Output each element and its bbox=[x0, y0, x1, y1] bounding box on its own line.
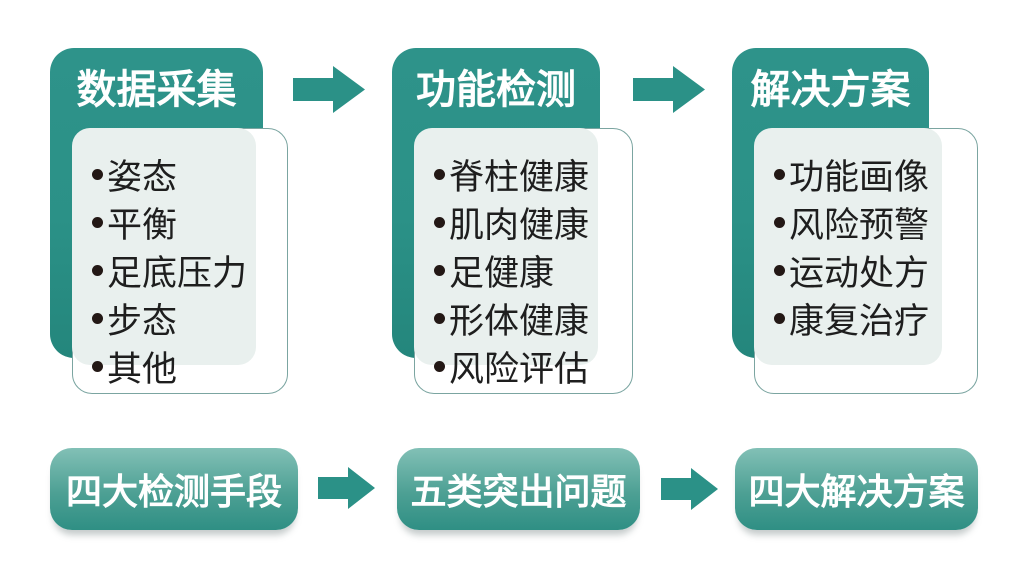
bullet-item: 姿态 bbox=[92, 150, 247, 198]
summary-pill-label: 四大检测手段 bbox=[65, 471, 282, 512]
right-block-arrow-icon bbox=[633, 66, 705, 113]
right-block-arrow-icon bbox=[661, 468, 718, 510]
bullet-list: 脊柱健康 肌肉健康 足健康 形体健康 风险评估 bbox=[434, 150, 589, 390]
summary-pill-detection-methods: 四大检测手段 bbox=[50, 448, 298, 530]
bullet-item: 步态 bbox=[92, 294, 247, 342]
summary-pill-key-problems: 五类突出问题 bbox=[397, 448, 640, 530]
stage-title: 功能检测 bbox=[416, 68, 576, 112]
bullet-item: 形体健康 bbox=[434, 294, 589, 342]
bullet-item: 肌肉健康 bbox=[434, 198, 589, 246]
bullet-item: 平衡 bbox=[92, 198, 247, 246]
right-block-arrow-icon bbox=[318, 467, 375, 509]
bullet-item: 运动处方 bbox=[774, 246, 929, 294]
bullet-list: 姿态 平衡 足底压力 步态 其他 bbox=[92, 150, 247, 390]
bullet-item: 足健康 bbox=[434, 246, 589, 294]
bullet-item: 风险预警 bbox=[774, 198, 929, 246]
bullet-item: 康复治疗 bbox=[774, 294, 929, 342]
bullet-list: 功能画像 风险预警 运动处方 康复治疗 bbox=[774, 150, 929, 342]
bullet-item: 功能画像 bbox=[774, 150, 929, 198]
summary-pill-label: 四大解决方案 bbox=[748, 471, 965, 512]
stage-title: 解决方案 bbox=[750, 68, 911, 112]
bullet-item: 脊柱健康 bbox=[434, 150, 589, 198]
bullet-item: 其他 bbox=[92, 342, 247, 390]
summary-pill-label: 五类突出问题 bbox=[410, 471, 627, 512]
stage-title: 数据采集 bbox=[76, 68, 237, 112]
bullet-item: 风险评估 bbox=[434, 342, 589, 390]
right-block-arrow-icon bbox=[293, 66, 365, 113]
bullet-item: 足底压力 bbox=[92, 246, 247, 294]
summary-pill-solutions: 四大解决方案 bbox=[735, 448, 978, 530]
